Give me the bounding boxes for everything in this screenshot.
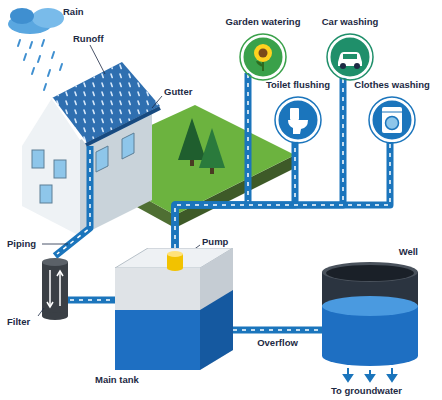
pipe-flow: [175, 73, 248, 248]
node-label: Well: [399, 246, 418, 258]
node-shape: [370, 98, 414, 142]
water-surface: [322, 296, 418, 316]
car-icon: [338, 52, 362, 69]
trees: [178, 118, 225, 174]
pipe-connector: [175, 142, 390, 248]
pipe-connector: [233, 330, 322, 331]
pipe-flow: [233, 329, 322, 331]
edge-label: Overflow: [256, 337, 299, 349]
main-tank: Main tank: [115, 248, 233, 370]
part-label: Piping: [6, 238, 37, 250]
node-shape: [322, 262, 418, 366]
pipe-connector: [175, 78, 343, 248]
washer-icon: [382, 107, 402, 133]
pipe-flow: [175, 142, 295, 248]
well-body: [322, 272, 418, 356]
node-label: Garden watering: [226, 16, 301, 28]
filter: [42, 258, 68, 320]
flower-icon: [254, 44, 272, 71]
outer-ring: [369, 97, 415, 143]
tank-water-side: [200, 290, 233, 370]
part-label: Pump: [201, 236, 229, 248]
use-circle: Clothes washing: [370, 98, 414, 142]
circle-shape: [330, 37, 371, 78]
node-shape: [241, 35, 285, 79]
part-label: Runoff: [72, 33, 105, 45]
node-label: Clothes washing: [354, 79, 429, 91]
tank-side: [200, 248, 233, 370]
pipe: [175, 142, 390, 248]
pipe-flow: [175, 142, 390, 248]
node-shape: [328, 35, 372, 79]
pump-top: [167, 251, 183, 257]
part-label: Gutter: [163, 86, 194, 98]
pump-base: [167, 265, 183, 271]
pipe: [175, 142, 295, 248]
node-label: Toilet flushing: [266, 79, 330, 91]
node-label: Car washing: [322, 16, 379, 28]
well: Well: [322, 262, 418, 366]
tank-front: [115, 268, 200, 370]
circle-shape: [372, 100, 413, 141]
pipe: [175, 73, 248, 248]
part-label: To groundwater: [330, 385, 403, 397]
circle-shape: [278, 100, 319, 141]
use-circle: Garden watering: [241, 35, 285, 79]
use-circle: Toilet flushing: [276, 98, 320, 142]
pipe-flow: [175, 78, 343, 248]
pipe: [233, 327, 322, 334]
rain-cloud: [8, 8, 64, 90]
pipe: [175, 78, 343, 248]
outer-ring: [327, 34, 373, 80]
outer-ring: [240, 34, 286, 80]
tank-water: [115, 310, 200, 370]
gutter: [86, 108, 160, 145]
pipe-connector: [175, 142, 295, 248]
node-shape: [276, 98, 320, 142]
pipe-connector: [175, 73, 248, 248]
node-label: Main tank: [95, 374, 139, 386]
part-label: Filter: [6, 316, 31, 328]
well-opening: [326, 265, 414, 281]
toilet-icon: [288, 108, 308, 134]
node-shape: [115, 248, 233, 370]
groundwater-arrows: [344, 368, 396, 381]
outer-ring: [275, 97, 321, 143]
part-label: Rain: [62, 6, 85, 18]
well-rim: [322, 262, 418, 282]
circle-shape: [243, 37, 284, 78]
use-circle: Car washing: [328, 35, 372, 79]
